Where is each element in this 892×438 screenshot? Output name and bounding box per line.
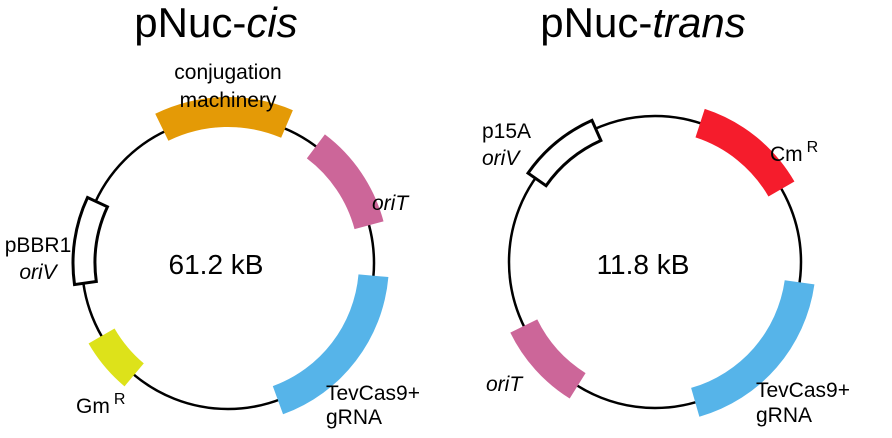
feature-gm-resistance: [88, 328, 144, 387]
plasmid-trans-size: 11.8 kB: [597, 249, 690, 280]
label-oriT: oriT: [486, 373, 524, 396]
plasmid-cis: pNuc-cis 61.2 kB conjugation machinery o…: [5, 0, 420, 429]
label-conjugation-line1: conjugation: [174, 61, 281, 84]
label-p15A-line2: oriV: [482, 147, 521, 170]
feature-oriT: [510, 319, 586, 399]
label-tevcas9-line1: TevCas9+: [326, 382, 420, 405]
label-conjugation-line2: machinery: [180, 89, 277, 112]
feature-cm-resistance: [695, 108, 795, 197]
label-oriV-line1: pBBR1: [5, 234, 72, 257]
feature-tevcas9: [691, 280, 815, 417]
plasmid-cis-title: pNuc-cis: [134, 0, 297, 46]
feature-tevcas9: [272, 274, 389, 415]
feature-oriT: [306, 134, 384, 230]
label-oriV-line2: oriV: [19, 261, 58, 284]
plasmid-trans-title: pNuc-trans: [540, 0, 745, 46]
feature-conjugation-machinery: [155, 97, 293, 141]
label-tevcas9-line2: gRNA: [326, 406, 382, 429]
plasmid-cis-size: 61.2 kB: [169, 249, 264, 280]
label-oriT: oriT: [372, 192, 410, 215]
plasmid-trans-backbone: [507, 114, 803, 410]
label-tevcas9-line2: gRNA: [756, 404, 812, 427]
feature-p15A-oriV: [525, 118, 603, 188]
label-tevcas9-line1: TevCas9+: [756, 379, 850, 402]
label-p15A-line1: p15A: [482, 120, 531, 143]
feature-pBBR1-oriV: [71, 195, 110, 287]
